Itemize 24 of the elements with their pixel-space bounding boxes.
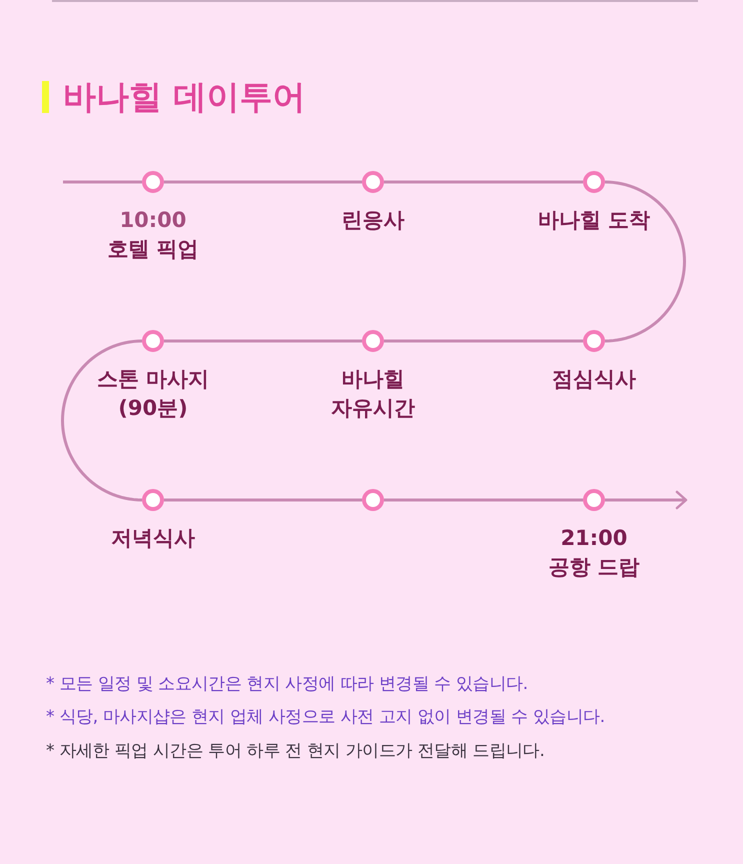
time-label: 10:00 [120, 207, 186, 234]
connector-line [164, 340, 362, 342]
stop-label: 호텔 픽업 [107, 236, 199, 263]
stop-label: 저녁식사 [111, 525, 195, 552]
connector-line [63, 180, 142, 184]
stop-label: 공항 드랍 [548, 554, 640, 581]
connector-line [604, 180, 686, 342]
note-text: * 모든 일정 및 소요시간은 현지 사정에 따라 변경될 수 있습니다. [46, 673, 528, 696]
note-text: * 자세한 픽업 시간은 투어 하루 전 현지 가이드가 전달해 드립니다. [46, 740, 545, 763]
stop-label: 린응사 [342, 207, 404, 234]
stop-label: 바나힐 도착 [538, 207, 650, 234]
stop-label: 바나힐 자유시간 [330, 366, 416, 422]
connector-line [164, 180, 362, 184]
connector-line [164, 498, 362, 502]
connector-line [384, 498, 583, 502]
stop-label: 점심식사 [552, 366, 636, 393]
time-label: 21:00 [560, 525, 628, 552]
connector-line [61, 340, 142, 502]
connector-line [384, 340, 583, 342]
stop-label: 스톤 마사지 (90분) [96, 366, 210, 422]
connector-line [384, 180, 583, 184]
arrow [605, 490, 688, 510]
note-text: * 식당, 마사지샵은 현지 업체 사정으로 사전 고지 없이 변경될 수 있습니다. [46, 706, 605, 729]
title: 바나힐 데이투어 [63, 76, 306, 118]
